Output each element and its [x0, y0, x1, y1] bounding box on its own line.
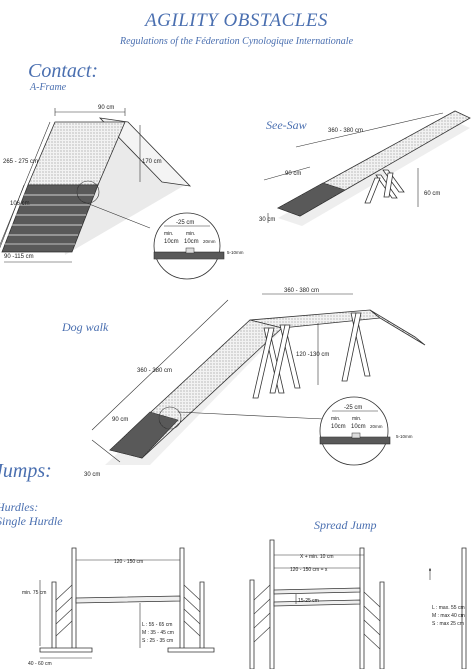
hurdle-width-label: 120 - 150 cm [114, 559, 143, 565]
partial-s-label: S : max 25 cm [432, 621, 464, 627]
aframe-top-width-label: 90 cm [98, 105, 114, 111]
aframe-label: A-Frame [30, 82, 67, 93]
dogwalk-contact-zone [109, 411, 179, 459]
aframe-back-panel [98, 117, 192, 187]
dogwalk-min-b-label: min. [352, 416, 361, 422]
seesaw-height-label: 60 cm [424, 191, 440, 197]
partial-l-label: L : max. 55 cm [432, 605, 465, 611]
hurdle-base-label: 40 - 60 cm [28, 661, 52, 667]
seesaw-contact-zone-label: 90 cm [285, 171, 301, 177]
aframe-spacing-b-label: 10cm [184, 239, 199, 245]
aframe-slat-height-label: 5-10mm [227, 250, 244, 255]
aframe-bottom-width-label: 90 -115 cm [4, 254, 34, 260]
dogwalk-diagram: 360 - 380 cm 120 -130 cm 360 - 380 cm 90… [84, 288, 426, 478]
spread-gap-label: 15-25 cm [298, 598, 319, 604]
dogwalk-min-a-label: min. [331, 416, 340, 422]
dogwalk-top-length-label: 360 - 380 cm [284, 288, 319, 294]
dogwalk-slat-width-label: 20mm [370, 424, 383, 429]
spread-total-width-label: X + min. 10 cm [300, 554, 333, 560]
seesaw-diagram: 360 - 380 cm 90 cm 60 cm 30 cm [259, 110, 471, 226]
aframe-min-a-label: min. [164, 231, 173, 237]
aframe-min-b-label: min. [186, 231, 195, 237]
partial-m-label: M : max 40 cm [432, 613, 465, 619]
seesaw-length-label: 360 - 380 cm [328, 128, 363, 134]
aframe-diagram: 90 cm 170 cm 265 - 275 cm 106 cm 90 -115… [0, 105, 244, 280]
dogwalk-spacing-b-label: 10cm [351, 424, 366, 430]
contact-heading: Contact: [28, 60, 98, 82]
aframe-slat-detail: -25 cm min. min. 10cm 10cm 20mm 5-10mm [153, 212, 244, 280]
dogwalk-down-ramp [369, 309, 426, 346]
page-title: AGILITY OBSTACLES [145, 10, 328, 31]
seesaw-width-label: 30 cm [259, 217, 275, 223]
aframe-slat-spacing-label: -25 cm [176, 220, 194, 226]
aframe-spacing-a-label: 10cm [164, 239, 179, 245]
dogwalk-contact-zone-label: 90 cm [112, 417, 128, 423]
single-hurdle-label: Single Hurdle [0, 514, 63, 528]
spread-jump-diagram: X + min. 10 cm 120 - 150 cm = x 15-25 cm [249, 539, 385, 669]
hurdles-label: Hurdles: [0, 500, 39, 514]
aframe-height-label: 170 cm [142, 159, 162, 165]
hurdle-left-post [71, 547, 77, 651]
jumps-heading: Jumps: [0, 460, 52, 482]
aframe-slat-width-label: 20mm [203, 239, 216, 244]
dogwalk-height-label: 120 -130 cm [296, 352, 329, 358]
aframe-length-label: 265 - 275 cm [3, 159, 38, 165]
hurdle-wing-height-label: min. 75 cm [22, 590, 46, 596]
hurdle-height-l-label: L : 55 - 65 cm [142, 622, 172, 628]
dogwalk-width-label: 30 cm [84, 472, 100, 478]
dogwalk-slat-detail: -25 cm min. min. 10cm 10cm 20mm 5-10mm [319, 396, 413, 466]
dogwalk-ramp-length-label: 360 - 380 cm [137, 368, 172, 374]
hurdle-height-s-label: S : 25 - 35 cm [142, 638, 173, 644]
aframe-contact-zone-label: 106 cm [10, 201, 30, 207]
hurdle-bar [75, 595, 181, 604]
dogwalk-slat-height-label: 5-10mm [396, 434, 413, 439]
single-hurdle-diagram: 120 - 150 cm min. 75 cm 40 - 60 cm L : 5… [22, 547, 215, 667]
spread-bar-width-label: 120 - 150 cm = x [290, 567, 328, 573]
spread-jump-label: Spread Jump [314, 518, 377, 532]
page-subtitle: Regulations of the Féderation Cynologiqu… [119, 36, 354, 47]
seesaw-label: See-Saw [266, 118, 307, 132]
hurdle-height-m-label: M : 35 - 45 cm [142, 630, 174, 636]
dogwalk-slat-spacing-label: -25 cm [344, 405, 362, 411]
seesaw-contact-zone [277, 182, 346, 217]
partial-obstacle: L : max. 55 cm M : max 40 cm S : max 25 … [429, 547, 467, 669]
dogwalk-label: Dog walk [62, 320, 109, 334]
dogwalk-spacing-a-label: 10cm [331, 424, 346, 430]
hurdle-right-post [179, 547, 185, 651]
